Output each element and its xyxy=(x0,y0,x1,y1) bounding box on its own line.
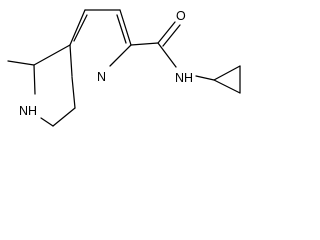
bond-c7-c6 xyxy=(119,9,132,46)
bonds xyxy=(7,9,241,127)
bond-cp-3 xyxy=(213,79,241,94)
bond-n4-c3 xyxy=(71,76,76,109)
bond-c7-c6-inner xyxy=(116,14,127,44)
bond-c2-nh xyxy=(40,117,54,127)
molecule-diagram: O NH N NH xyxy=(7,9,241,127)
bond-co-2 xyxy=(162,24,181,47)
atom-labels: O NH N NH xyxy=(19,9,193,118)
bond-c1-c8a xyxy=(33,44,71,66)
bond-c8a-n4 xyxy=(69,44,73,77)
bond-c8a-c8-inner xyxy=(73,14,88,42)
atom-carbonyl-oxygen: O xyxy=(176,9,186,23)
bond-c6-n4 xyxy=(109,44,132,67)
bond-c1-nh xyxy=(33,64,36,95)
bond-c3-c2 xyxy=(52,107,76,127)
atom-ring-nitrogen: N xyxy=(97,70,106,84)
bond-c8a-c8 xyxy=(69,9,86,46)
bond-nh-cyclopropyl xyxy=(195,75,215,81)
bond-c6-camide xyxy=(130,42,159,46)
bond-methyl xyxy=(7,60,35,66)
atom-amine-nitrogen: NH xyxy=(19,104,37,118)
bond-co-1 xyxy=(157,21,176,44)
bond-camide-nh xyxy=(157,42,177,68)
atom-amide-nitrogen: NH xyxy=(175,71,193,85)
bond-cp-1 xyxy=(213,65,241,81)
